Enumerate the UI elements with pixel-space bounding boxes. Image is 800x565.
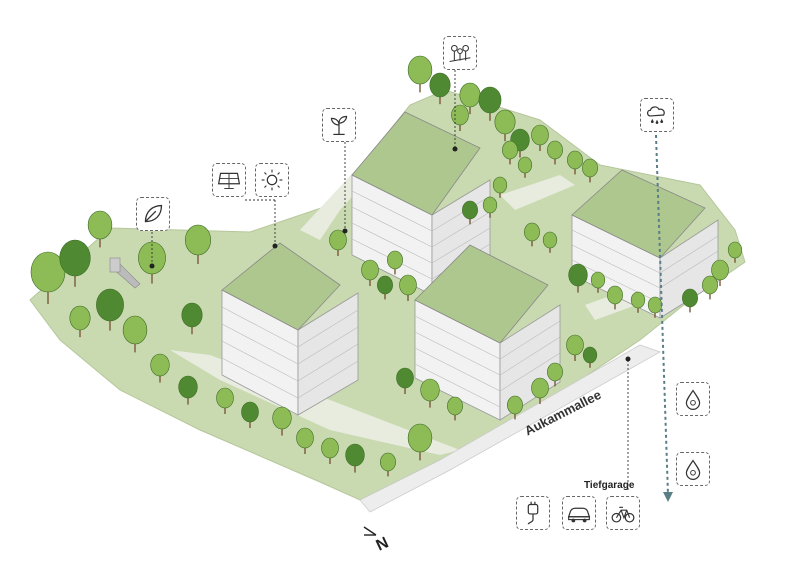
tree: [531, 124, 549, 146]
tree: [321, 437, 339, 459]
tree: [329, 229, 347, 251]
tree: [492, 176, 508, 194]
playground-slide: [109, 257, 141, 289]
tree-group: [30, 55, 743, 477]
tree: [582, 158, 598, 178]
sun-icon: [255, 163, 289, 197]
tree: [524, 222, 540, 242]
tree: [399, 274, 417, 296]
tree: [59, 239, 91, 277]
tree: [150, 353, 170, 377]
tree: [361, 259, 379, 281]
tree: [542, 231, 558, 249]
tree: [531, 377, 549, 399]
flowers-icon: [443, 36, 477, 70]
tree: [727, 241, 743, 259]
tree: [296, 427, 314, 449]
north-arrow: N: [360, 523, 396, 555]
green-roof: [221, 242, 341, 331]
tree: [567, 150, 583, 170]
callout-dots: [149, 146, 631, 362]
tree: [69, 305, 91, 331]
green-roof: [351, 111, 481, 216]
tree: [507, 395, 523, 415]
tree: [494, 109, 516, 135]
e-bike-icon: [606, 496, 640, 530]
tree: [517, 156, 533, 174]
solar-panel-icon: [212, 163, 246, 197]
water-drop-icon: [676, 382, 710, 416]
tree: [184, 224, 212, 256]
street-aukammallee: [359, 344, 661, 513]
tree: [478, 86, 502, 114]
footpath: [500, 175, 575, 210]
tree: [607, 285, 623, 305]
tree: [482, 196, 498, 214]
tree: [566, 334, 584, 356]
water-drop-icon: [676, 452, 710, 486]
tree: [178, 375, 198, 399]
sprout-icon: [322, 108, 356, 142]
tree: [216, 387, 234, 409]
tree: [407, 55, 433, 85]
e-car-icon: [562, 496, 596, 530]
tree: [387, 250, 403, 270]
tree: [547, 140, 563, 160]
tree: [377, 275, 393, 295]
callout-lines: [151, 70, 629, 490]
tree: [682, 288, 698, 308]
tree: [447, 396, 463, 416]
tree: [420, 378, 440, 402]
tree: [568, 263, 588, 287]
tree: [122, 315, 148, 345]
green-roof: [414, 244, 549, 344]
tree: [380, 452, 396, 472]
tree: [459, 82, 481, 108]
tree: [272, 406, 292, 430]
tree: [702, 275, 718, 295]
tree: [181, 302, 203, 328]
tree: [502, 140, 518, 160]
tree: [630, 291, 646, 309]
rain-cloud-icon: [640, 98, 674, 132]
garage-label: Tiefgarage: [584, 480, 635, 491]
rainwater-flow-line: [655, 134, 673, 502]
tree: [241, 401, 259, 423]
tree: [451, 104, 469, 126]
building-west: [221, 242, 359, 416]
tree: [96, 288, 124, 322]
north-label: N: [374, 534, 392, 553]
tree: [407, 423, 433, 453]
ev-charger-icon: [516, 496, 550, 530]
green-roof: [571, 169, 706, 259]
tree: [582, 346, 598, 364]
tree: [462, 200, 478, 220]
tree: [396, 367, 414, 389]
tree: [429, 72, 451, 98]
tree: [87, 210, 113, 240]
tree: [547, 362, 563, 382]
tree: [711, 259, 729, 281]
tree: [647, 296, 663, 314]
leaf-icon: [136, 197, 170, 231]
tree: [345, 443, 365, 467]
tree: [590, 271, 606, 289]
